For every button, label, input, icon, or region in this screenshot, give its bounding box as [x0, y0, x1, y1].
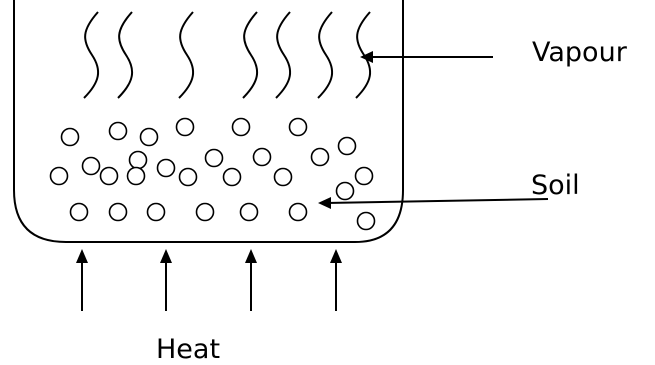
- soil-particle: [99, 166, 119, 186]
- heat-arrowhead: [160, 249, 172, 263]
- soil-particle: [288, 202, 308, 222]
- soil-particle: [337, 136, 357, 156]
- soil-particle: [146, 202, 166, 222]
- soil-particle: [139, 127, 159, 147]
- soil-particles: [49, 117, 376, 231]
- soil-particle: [49, 166, 69, 186]
- soil-particle: [178, 167, 198, 187]
- vapour-wisp: [117, 11, 134, 99]
- soil-particle: [69, 202, 89, 222]
- soil-particle: [222, 167, 242, 187]
- soil-particle: [273, 167, 293, 187]
- soil-particle: [252, 147, 272, 167]
- soil-particle: [239, 202, 259, 222]
- soil-particle: [231, 117, 251, 137]
- vapour-wisps: [83, 11, 372, 99]
- heat-arrows: [76, 249, 342, 311]
- vapour-wisp: [355, 11, 372, 99]
- vapour-pointer-arrowhead: [360, 51, 373, 63]
- heat-arrowhead: [245, 249, 257, 263]
- soil-particle: [128, 150, 148, 170]
- vapour-wisp: [242, 11, 259, 99]
- soil-particle: [195, 202, 215, 222]
- soil-label: Soil: [531, 170, 580, 201]
- soil-particle: [310, 147, 330, 167]
- container-outline: [13, 0, 404, 243]
- heat-arrowhead: [76, 249, 88, 263]
- vapour-wisp: [275, 11, 292, 99]
- soil-particle: [108, 202, 128, 222]
- soil-particle: [60, 127, 80, 147]
- soil-particle: [288, 117, 308, 137]
- soil-particle: [356, 211, 376, 231]
- soil-particle: [108, 121, 128, 141]
- heat-arrowhead: [330, 249, 342, 263]
- soil-particle: [335, 181, 355, 201]
- soil-particle: [354, 166, 374, 186]
- vapour-wisp: [83, 11, 100, 99]
- heat-label: Heat: [156, 334, 220, 365]
- soil-particle: [204, 148, 224, 168]
- soil-particle: [175, 117, 195, 137]
- soil-particle: [81, 156, 101, 176]
- vapour-wisp: [178, 11, 195, 99]
- vapour-wisp: [317, 11, 334, 99]
- vapour-label: Vapour: [532, 37, 628, 68]
- soil-particle: [156, 158, 176, 178]
- soil-pointer-line: [325, 198, 549, 204]
- soil-particle: [126, 166, 146, 186]
- soil-pointer-arrowhead: [318, 197, 331, 209]
